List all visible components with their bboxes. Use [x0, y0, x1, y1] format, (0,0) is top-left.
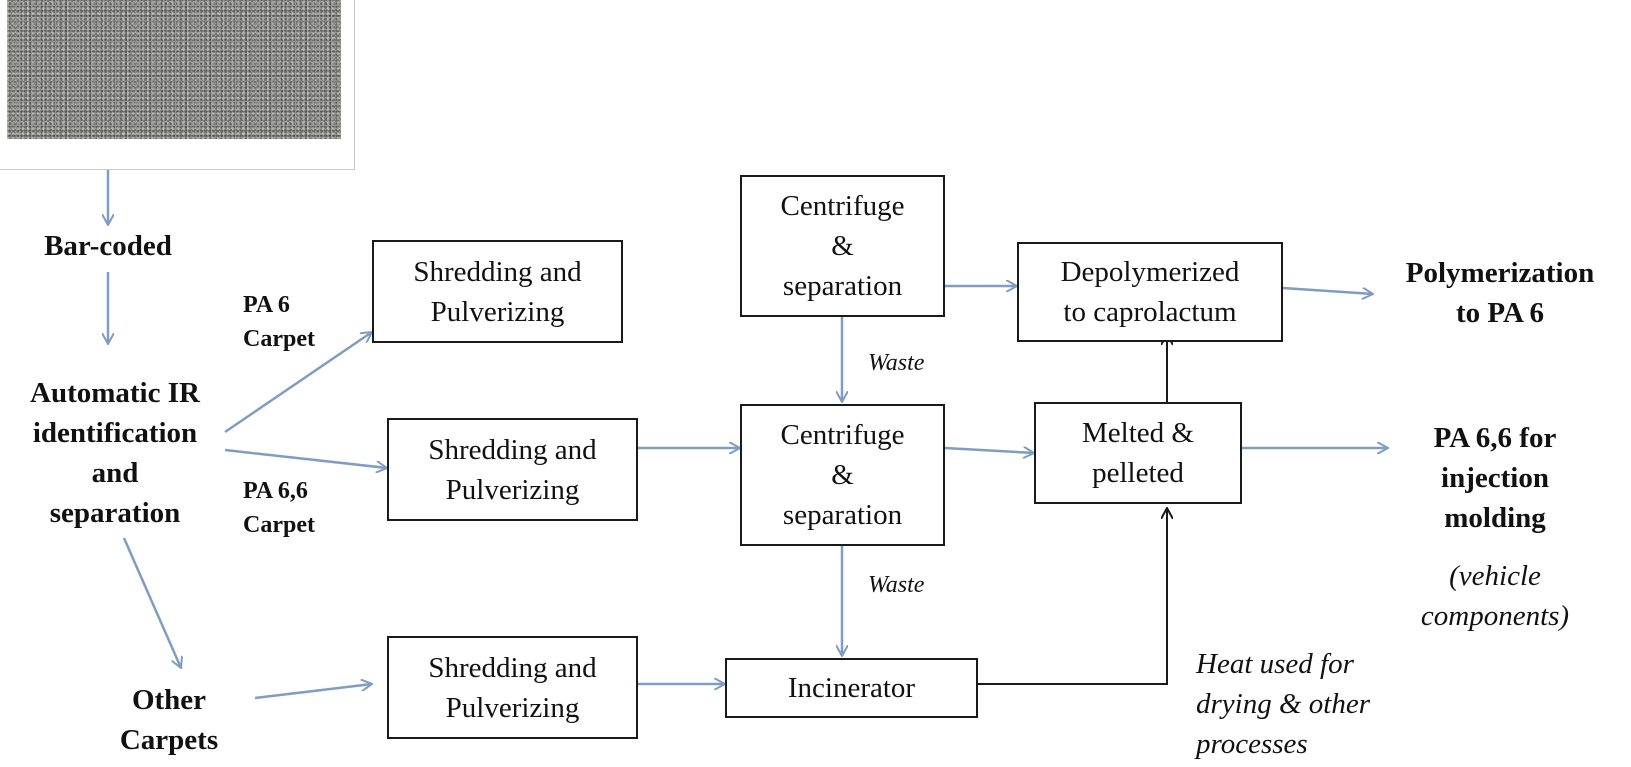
arrow-depolymerized-to-polymerization: [1282, 286, 1373, 294]
carpet-sample-image: [7, 0, 341, 139]
node-polymerization-pa6: Polymerization to PA 6: [1405, 257, 1595, 329]
node-pa66-injection-molding: PA 6,6 for injection molding (vehicle co…: [1395, 400, 1595, 654]
node-incinerator: Incinerator: [725, 658, 978, 718]
node-depolymerized: Depolymerized to caprolactum: [1017, 242, 1283, 342]
edge-label-waste-2: Waste: [868, 572, 925, 598]
arrow-ir-to-shred-1: [224, 332, 372, 434]
arrow-ir-to-shred-2: [224, 448, 387, 468]
edge-label-heat: Heat used for drying & other processes: [1196, 648, 1370, 760]
node-shredding-2: Shredding and Pulverizing: [387, 418, 638, 521]
node-bar-coded: Bar-coded: [44, 230, 172, 262]
node-melted-pelleted: Melted & pelleted: [1034, 402, 1242, 504]
node-automatic-ir-separation: Automatic IR identification and separati…: [30, 377, 200, 529]
arrow-ir-to-other: [122, 537, 181, 668]
arrow-other-to-shred-3: [254, 684, 372, 700]
node-shredding-3: Shredding and Pulverizing: [387, 636, 638, 739]
edge-label-waste-1: Waste: [868, 350, 925, 376]
arrow-centrifuge-2-to-melted: [944, 448, 1034, 453]
pa66-output-title: PA 6,6 for injection molding: [1433, 422, 1557, 534]
edge-label-pa66-carpet: PA 6,6 Carpet: [243, 478, 315, 538]
node-other-carpets: Other Carpets: [119, 684, 219, 756]
arrow-incinerator-heat-to-melted: [978, 508, 1167, 685]
carpet-photo-frame: [0, 0, 355, 170]
pa66-output-subtitle: (vehicle components): [1420, 560, 1570, 632]
node-centrifuge-2: Centrifuge & separation: [740, 404, 945, 546]
node-shredding-1: Shredding and Pulverizing: [372, 240, 623, 343]
node-centrifuge-1: Centrifuge & separation: [740, 175, 945, 317]
edge-label-pa6-carpet: PA 6 Carpet: [243, 292, 315, 352]
